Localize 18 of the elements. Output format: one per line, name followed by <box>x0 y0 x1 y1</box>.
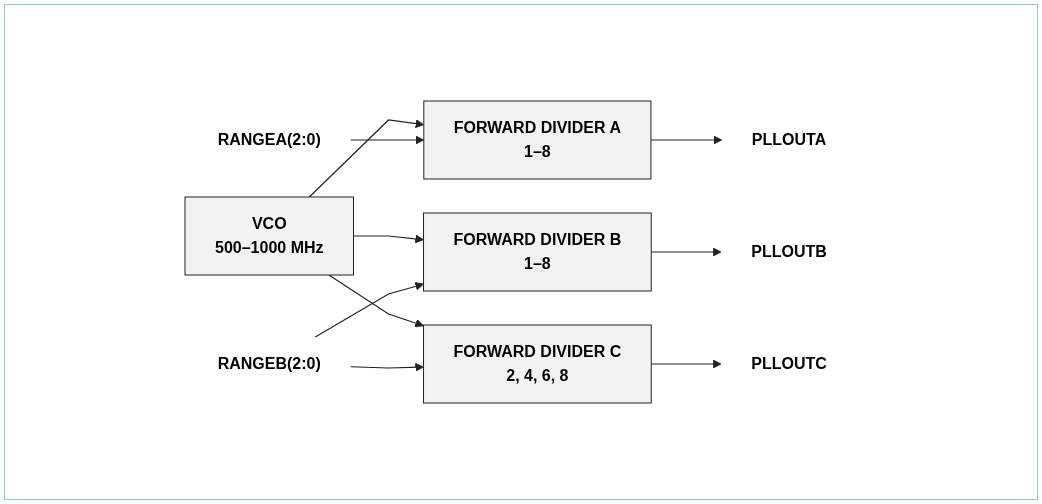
node-box: FORWARD DIVIDER A 1–8 <box>423 100 652 180</box>
arrow <box>353 234 425 244</box>
node-box: VCO 500–1000 MHz <box>184 196 355 276</box>
arrow <box>650 135 723 145</box>
node-text: RANGEA(2:0) <box>217 131 321 148</box>
node-box: FORWARD DIVIDER C 2, 4, 6, 8 <box>423 324 652 404</box>
arrow <box>308 119 425 198</box>
node-text: PLLOUTA <box>751 131 827 148</box>
arrow <box>650 359 722 369</box>
node-text: PLLOUTC <box>751 355 827 372</box>
arrow <box>350 362 424 372</box>
node-box: FORWARD DIVIDER B 1–8 <box>423 212 652 292</box>
arrow <box>328 274 425 328</box>
arrow <box>314 282 425 338</box>
arrow <box>650 247 722 257</box>
node-text: RANGEB(2:0) <box>217 355 321 372</box>
node-text: PLLOUTB <box>751 243 827 260</box>
arrow <box>350 135 425 145</box>
